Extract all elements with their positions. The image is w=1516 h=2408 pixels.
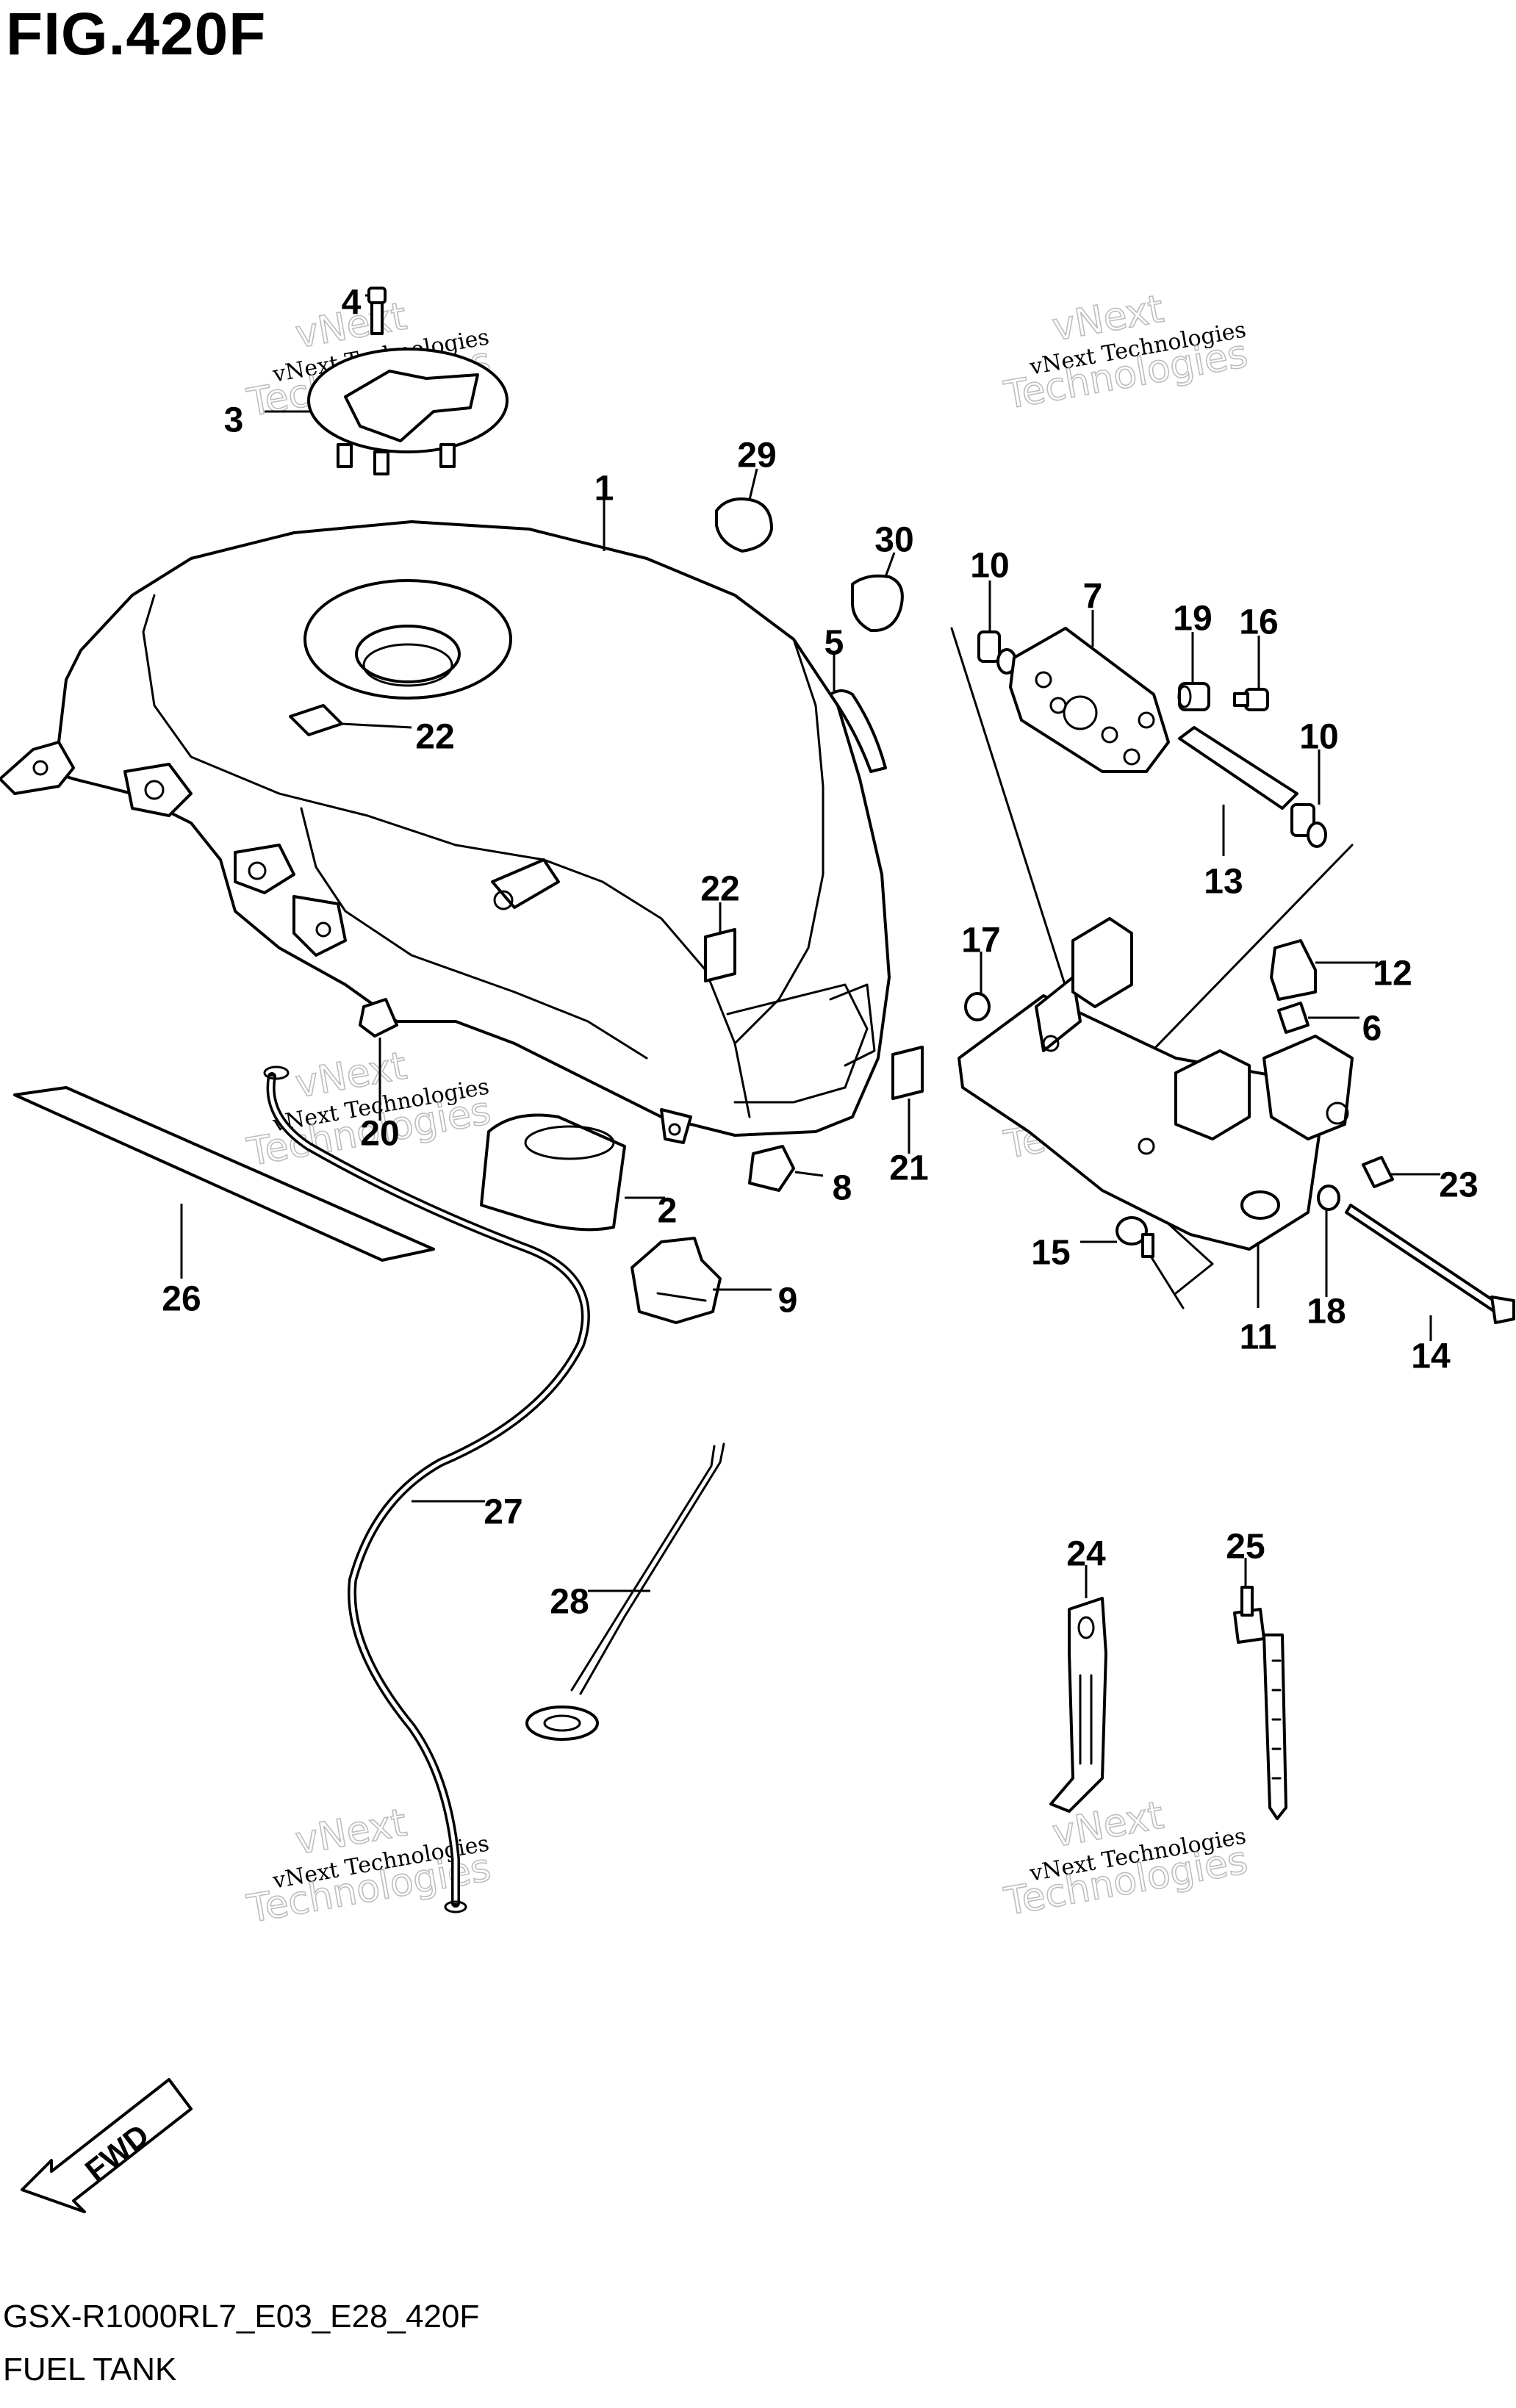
callout-label-23: 23	[1439, 1166, 1478, 1205]
callout-label-3: 3	[224, 401, 244, 440]
part-10-grommet-b	[1290, 803, 1327, 848]
watermark-top-right: vNext vNext Technologies Technologies	[1000, 287, 1251, 419]
callout-label-5: 5	[825, 624, 844, 663]
callout-label-10: 10	[970, 547, 1009, 586]
part-8-cushion	[748, 1145, 795, 1192]
fwd-arrow: FWD	[21, 2078, 193, 2213]
callout-label-10: 10	[1299, 718, 1338, 757]
callout-label-16: 16	[1239, 603, 1278, 642]
callout-label-14: 14	[1411, 1337, 1451, 1376]
guide-line-15	[1145, 1248, 1185, 1309]
part-19-collar	[1177, 682, 1210, 711]
callout-label-11: 11	[1240, 1318, 1277, 1357]
part-29-cap	[715, 497, 773, 553]
figure-code: GSX-R1000RL7_E03_E28_420F	[3, 2299, 480, 2335]
part-7-plate	[1009, 627, 1170, 773]
part-3-fuel-cap	[307, 348, 509, 475]
callout-leader-29	[748, 468, 758, 500]
part-6-nut	[1277, 1002, 1310, 1034]
part-30-cap	[851, 574, 904, 633]
part-26-pad	[13, 1086, 435, 1262]
part-2-band	[480, 1113, 626, 1232]
part-15-bolt	[1116, 1216, 1154, 1258]
callout-label-18: 18	[1307, 1293, 1346, 1331]
figure-title: FIG.420F	[6, 1, 267, 68]
part-12-clip	[1270, 939, 1317, 1001]
callout-label-12: 12	[1373, 955, 1412, 993]
callout-label-21: 21	[889, 1149, 928, 1188]
part-16-screw	[1233, 688, 1269, 711]
callout-label-27: 27	[484, 1493, 522, 1532]
callout-label-1: 1	[594, 470, 614, 508]
part-28-tube	[525, 1442, 725, 1741]
part-25-tie	[1233, 1586, 1287, 1820]
part-11-bracket	[958, 917, 1354, 1251]
part-4-bolt	[367, 287, 387, 335]
callout-label-6: 6	[1362, 1010, 1382, 1049]
callout-label-25: 25	[1226, 1528, 1265, 1567]
part-10-grommet-a	[977, 630, 1017, 675]
part-5-strip	[829, 689, 887, 773]
callout-label-9: 9	[778, 1282, 798, 1320]
callout-leader-22	[341, 722, 412, 729]
part-9-damper	[631, 1237, 722, 1324]
callout-label-22: 22	[415, 718, 454, 757]
part-14-bolt	[1345, 1204, 1515, 1324]
part-21-label	[891, 1046, 924, 1100]
callout-label-17: 17	[961, 921, 1000, 960]
callout-label-28: 28	[550, 1583, 589, 1622]
callout-label-7: 7	[1083, 578, 1103, 617]
callout-label-2: 2	[658, 1192, 678, 1231]
callout-label-15: 15	[1031, 1234, 1070, 1273]
callout-label-20: 20	[360, 1115, 399, 1154]
callout-label-29: 29	[737, 436, 776, 475]
part-22-label-b	[704, 928, 736, 982]
callout-leader-8	[794, 1171, 824, 1177]
part-23-clip	[1362, 1156, 1394, 1188]
part-1-fuel-tank	[0, 520, 891, 1144]
part-17-washer	[964, 992, 991, 1021]
callout-label-19: 19	[1173, 600, 1212, 639]
callout-group: 1234567891010111213141516171819202122222…	[162, 284, 1478, 1622]
callout-label-22: 22	[700, 870, 739, 909]
figure-name: FUEL TANK	[3, 2351, 177, 2387]
callout-label-4: 4	[342, 284, 362, 323]
part-20-cushion	[359, 998, 398, 1038]
callout-label-13: 13	[1204, 863, 1243, 902]
callout-label-8: 8	[833, 1169, 852, 1208]
part-13-spacer	[1178, 726, 1298, 810]
callout-label-26: 26	[162, 1280, 201, 1319]
callout-label-24: 24	[1066, 1535, 1106, 1574]
part-24-hook	[1049, 1597, 1107, 1813]
callout-leader-30	[884, 552, 896, 578]
watermark-bottom-right: vNext vNext Technologies Technologies	[1000, 1793, 1251, 1925]
part-18-washer	[1317, 1185, 1340, 1211]
callout-label-30: 30	[874, 521, 913, 560]
